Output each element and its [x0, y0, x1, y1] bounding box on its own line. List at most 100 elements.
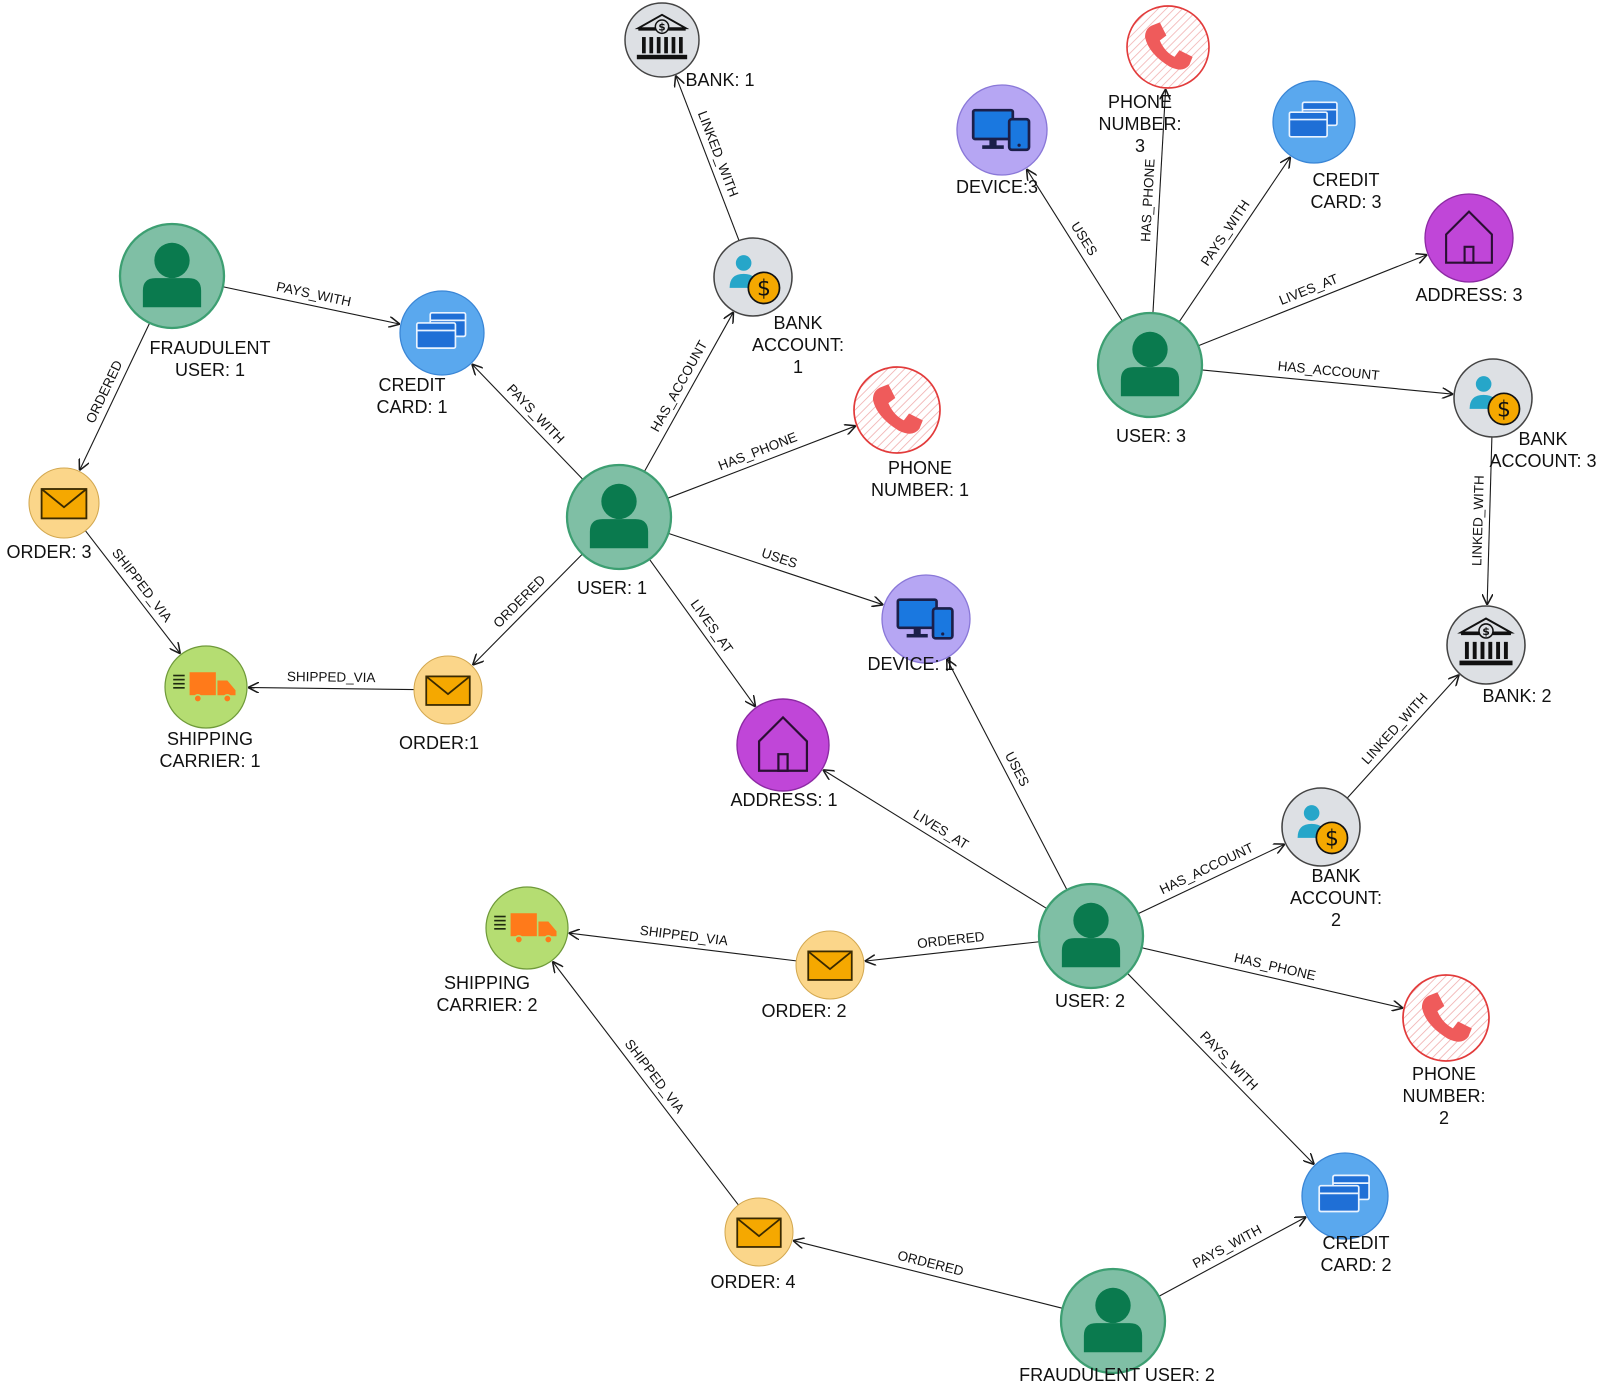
node-label: FRAUDULENT USER: 2 [1019, 1365, 1215, 1385]
card-glyph [1318, 1174, 1370, 1213]
node-order2[interactable] [795, 930, 865, 1000]
node-device3[interactable] [956, 84, 1048, 176]
node-card2[interactable] [1301, 1152, 1389, 1240]
edge-user3-card3: PAYS_WITH [1178, 157, 1290, 323]
bank-glyph: $ [1457, 617, 1515, 666]
node-ship2[interactable] [485, 886, 569, 970]
edge-line [1346, 675, 1459, 799]
node-phone1[interactable] [853, 366, 941, 454]
edge-user1-address1: LIVES_AT [648, 558, 755, 707]
node-order1[interactable] [413, 655, 483, 725]
node-account2[interactable]: $ [1281, 787, 1361, 867]
phone-glyph [872, 384, 923, 434]
edge-line [667, 426, 856, 499]
edge-line [1198, 255, 1427, 347]
edge-line [248, 688, 415, 690]
user-icon [1059, 1267, 1167, 1375]
node-device1[interactable] [881, 574, 971, 664]
edge-order4-ship2: SHIPPED_VIA [552, 961, 739, 1206]
svg-text:$: $ [1325, 827, 1339, 852]
edge-label: ORDERED [916, 929, 985, 951]
phone-glyph [1421, 992, 1472, 1042]
edge-label: PAYS_WITH [275, 279, 352, 309]
node-label-line: ORDER: 3 [6, 542, 91, 562]
node-card3[interactable] [1272, 80, 1356, 164]
node-order4[interactable] [724, 1197, 794, 1267]
phone-glyph [1145, 22, 1193, 70]
edge-user1-device1: USES [668, 532, 883, 604]
edge-label: HAS_ACCOUNT [1277, 358, 1380, 383]
address-icon [736, 698, 830, 792]
node-label: DEVICE:3 [956, 177, 1038, 197]
node-label-line: FRAUDULENT USER: 2 [1019, 1365, 1215, 1385]
node-card1[interactable] [399, 290, 485, 376]
node-label-line: ADDRESS: 1 [730, 790, 837, 810]
node-label-line: USER: 3 [1116, 426, 1186, 446]
node-label-line: SHIPPING [167, 729, 253, 749]
card-glyph [1288, 101, 1338, 138]
edge-line [865, 941, 1040, 961]
edge-label: PAYS_WITH [1197, 1028, 1261, 1093]
edge-line [1158, 1217, 1306, 1297]
node-account3[interactable]: $ [1453, 358, 1533, 438]
device-icon [881, 574, 971, 664]
node-address3[interactable] [1424, 193, 1514, 283]
edge-label: PAYS_WITH [1190, 1222, 1264, 1271]
node-fraud2[interactable] [1059, 1267, 1167, 1375]
node-label-line: CREDIT [1323, 1233, 1390, 1253]
edge-label: PAYS_WITH [504, 381, 568, 446]
node-account1[interactable]: $ [713, 237, 793, 317]
edge-label: LIVES_AT [688, 597, 736, 656]
node-label: ADDRESS: 3 [1415, 285, 1522, 305]
node-bank2[interactable]: $ [1446, 605, 1526, 685]
node-phone2[interactable] [1402, 974, 1490, 1062]
node-label-line: BANK: 1 [685, 70, 754, 90]
node-user1[interactable] [565, 463, 673, 571]
node-fraud1[interactable] [118, 222, 226, 330]
edge-user2-device1: USES [947, 659, 1068, 891]
edge-line [643, 312, 733, 472]
node-label: USER: 3 [1116, 426, 1186, 446]
node-label-line: USER: 2 [1055, 991, 1125, 1011]
svg-text:$: $ [658, 21, 665, 33]
phone-icon [1402, 974, 1490, 1062]
edge-label: USES [1002, 749, 1032, 789]
order-icon [413, 655, 483, 725]
node-bank1[interactable]: $ [624, 2, 700, 78]
edge-line [1152, 89, 1166, 314]
order-glyph [425, 675, 471, 706]
node-user2[interactable] [1037, 882, 1145, 990]
address-glyph [757, 715, 809, 772]
edge-fraud1-card1: PAYS_WITH [222, 279, 400, 324]
edge-label: SHIPPED_VIA [639, 923, 729, 949]
node-order3[interactable] [28, 467, 100, 539]
edge-user2-phone2: HAS_PHONE [1141, 947, 1403, 1008]
edge-fraud1-order3: ORDERED [79, 322, 151, 471]
edge-line [1201, 369, 1453, 394]
node-ship1[interactable] [164, 645, 248, 729]
node-address1[interactable] [736, 698, 830, 792]
node-label: ORDER: 3 [6, 542, 91, 562]
node-user3[interactable] [1096, 311, 1204, 419]
address-icon [1424, 193, 1514, 283]
node-phone3[interactable] [1126, 5, 1210, 89]
svg-text:$: $ [1482, 625, 1490, 638]
node-label-line: NUMBER: [1098, 114, 1181, 134]
edge-account2-bank2: LINKED_WITH [1346, 675, 1459, 799]
order-glyph [736, 1217, 782, 1248]
edge-user3-phone3: HAS_PHONE [1138, 89, 1166, 314]
user-glyph [1083, 1287, 1143, 1353]
edge-label: ORDERED [83, 358, 126, 426]
node-label: ORDER:1 [399, 733, 479, 753]
edge-line [1137, 844, 1285, 915]
shipping-icon [485, 886, 569, 970]
edge-label: PAYS_WITH [1198, 197, 1253, 268]
